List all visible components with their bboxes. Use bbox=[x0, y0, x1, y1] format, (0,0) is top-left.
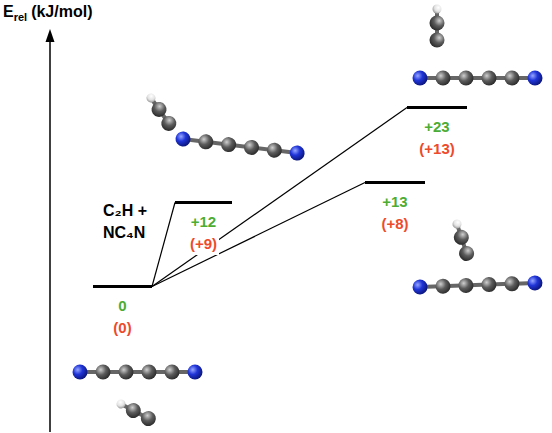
energy-value: +12 bbox=[189, 211, 218, 233]
nc4n-molecule bbox=[175, 131, 306, 162]
energy-level: C₂H + NC₄N0(0) bbox=[93, 285, 152, 339]
energy-value-alt: (+9) bbox=[188, 233, 219, 255]
level-connector bbox=[152, 108, 407, 287]
energy-level: +12(+9) bbox=[175, 201, 232, 255]
energy-level: +23(+13) bbox=[407, 106, 467, 160]
energy-axis bbox=[49, 40, 51, 432]
energy-value: +23 bbox=[422, 116, 451, 138]
level-connector bbox=[152, 183, 365, 287]
level-connector bbox=[152, 203, 175, 287]
c2h-molecule bbox=[430, 5, 445, 48]
axis-label: rel bbox=[14, 11, 27, 23]
axis-label: E bbox=[3, 3, 14, 20]
axis-arrowhead bbox=[46, 29, 55, 42]
c2h-molecule bbox=[142, 90, 179, 134]
nc4n-molecule bbox=[412, 275, 542, 295]
energy-value-alt: (+13) bbox=[417, 138, 456, 160]
nc4n-molecule bbox=[73, 365, 203, 380]
c2h-molecule bbox=[114, 395, 159, 428]
energy-value-alt: (+8) bbox=[379, 213, 410, 235]
energy-value: +13 bbox=[380, 191, 409, 213]
nc4n-molecule bbox=[413, 71, 543, 86]
c2h-molecule bbox=[448, 217, 476, 263]
species-label: C₂H + NC₄N bbox=[103, 200, 159, 244]
energy-level: +13(+8) bbox=[365, 181, 425, 235]
energy-value: 0 bbox=[116, 295, 128, 317]
energy-value-alt: (0) bbox=[111, 317, 133, 339]
axis-label: (kJ/mol) bbox=[31, 3, 92, 20]
axis-title: Erel (kJ/mol) bbox=[3, 2, 92, 27]
